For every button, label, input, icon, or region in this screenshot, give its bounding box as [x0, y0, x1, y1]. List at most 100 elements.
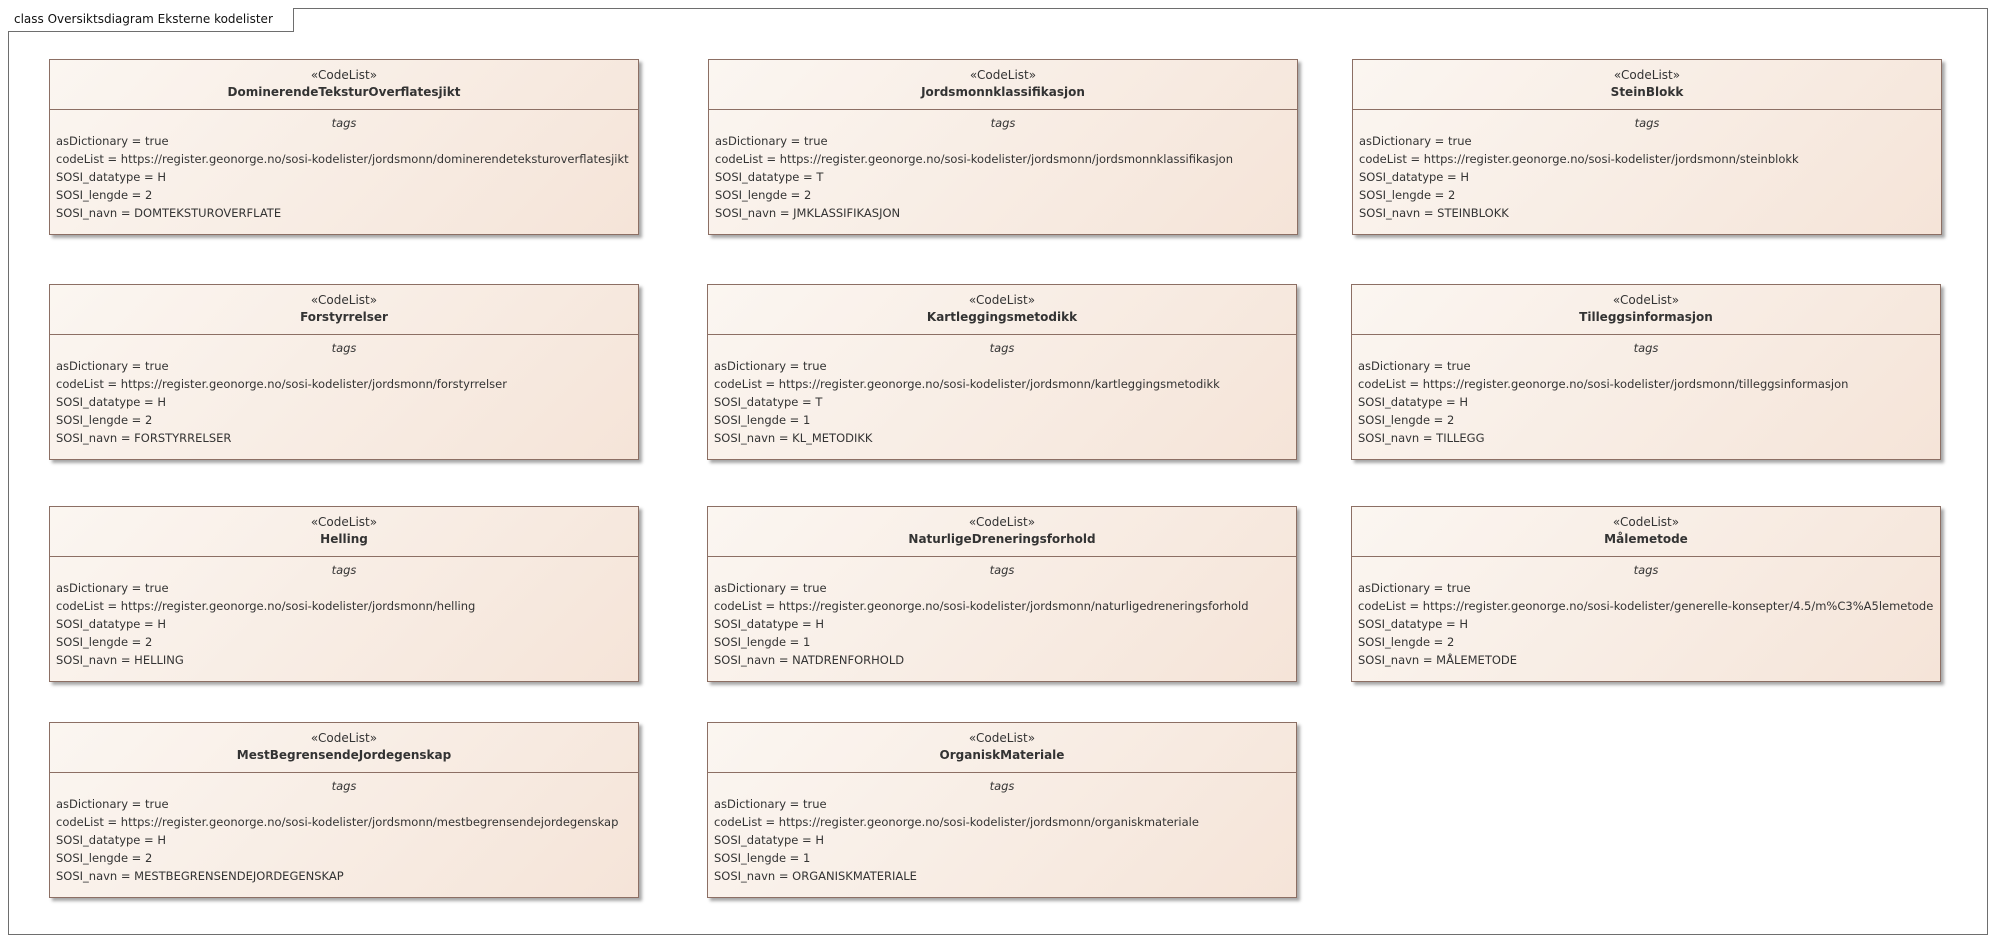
class-name: SteinBlokk — [1610, 85, 1684, 99]
tag-value-line: asDictionary = true — [56, 797, 169, 811]
tag-value-line: SOSI_lengde = 1 — [714, 635, 811, 649]
tag-value-line: codeList = https://register.geonorge.no/… — [56, 152, 629, 166]
class-header: «CodeList» SteinBlokk — [1353, 60, 1941, 110]
class-tags-compartment: tags asDictionary = true codeList = https:… — [708, 773, 1296, 885]
tag-value-line: SOSI_datatype = H — [714, 617, 824, 631]
tag-value-line: asDictionary = true — [1358, 581, 1471, 595]
class-header: «CodeList» OrganiskMateriale — [708, 723, 1296, 773]
tag-value-line: SOSI_lengde = 2 — [1359, 188, 1456, 202]
class-tags-compartment: tags asDictionary = true codeList = https:… — [1352, 557, 1940, 669]
tag-value-line: SOSI_datatype = T — [715, 170, 824, 184]
tag-value-line: SOSI_navn = STEINBLOKK — [1359, 206, 1509, 220]
tag-value-line: asDictionary = true — [1358, 359, 1471, 373]
tag-value-line: SOSI_navn = HELLING — [56, 653, 184, 667]
tag-value-line: asDictionary = true — [714, 797, 827, 811]
diagram-title: class Oversiktsdiagram Eksterne kodelist… — [8, 8, 294, 32]
class-stereotype: «CodeList» — [310, 68, 378, 82]
tag-value-line: codeList = https://register.geonorge.no/… — [714, 815, 1199, 829]
class-tags-compartment: tags asDictionary = true codeList = https:… — [50, 335, 638, 447]
tag-value-line: asDictionary = true — [1359, 134, 1472, 148]
codelist-class-box[interactable]: «CodeList» SteinBlokk tags asDictionary = t… — [1352, 59, 1942, 235]
tag-value-line: SOSI_navn = FORSTYRRELSER — [56, 431, 232, 445]
class-stereotype: «CodeList» — [968, 731, 1036, 745]
tag-value-line: SOSI_navn = MESTBEGRENSENDEJORDEGENSKAP — [56, 869, 344, 883]
class-header: «CodeList» MestBegrensendeJordegenskap — [50, 723, 638, 773]
class-name: Jordsmonnklassifikasjon — [921, 85, 1085, 99]
class-name: MestBegrensendeJordegenskap — [236, 748, 452, 762]
codelist-class-box[interactable]: «CodeList» MestBegrensendeJordegenskap tag… — [49, 722, 639, 898]
tag-value-line: SOSI_lengde = 2 — [715, 188, 812, 202]
tag-value-line: SOSI_datatype = H — [1358, 617, 1468, 631]
codelist-class-box[interactable]: «CodeList» NaturligeDreneringsforhold tags… — [707, 506, 1297, 682]
class-name: Målemetode — [1604, 532, 1688, 546]
tags-label: tags — [1633, 563, 1659, 577]
codelist-class-box[interactable]: «CodeList» Forstyrrelser tags asDictionary … — [49, 284, 639, 460]
codelist-class-box[interactable]: «CodeList»Målemetode tags asDictionary = t… — [1351, 506, 1941, 682]
tag-value-line: SOSI_datatype = H — [56, 170, 166, 184]
codelist-class-box[interactable]: «CodeList» OrganiskMateriale tags asDiction… — [707, 722, 1297, 898]
tags-label: tags — [331, 341, 357, 355]
class-name: NaturligeDreneringsforhold — [908, 532, 1096, 546]
tags-label: tags — [990, 116, 1016, 130]
tags-label: tags — [989, 779, 1015, 793]
class-name: Helling — [320, 532, 368, 546]
tag-value-line: SOSI_lengde = 1 — [714, 413, 811, 427]
tag-value-line: SOSI_navn = TILLEGG — [1358, 431, 1485, 445]
class-stereotype: «CodeList» — [1613, 68, 1681, 82]
class-name: Forstyrrelser — [300, 310, 388, 324]
class-stereotype: «CodeList» — [1612, 293, 1680, 307]
tag-value-line: SOSI_navn = DOMTEKSTUROVERFLATE — [56, 206, 282, 220]
class-header: «CodeList»DominerendeTeksturOverflatesji… — [50, 60, 638, 110]
tag-value-line: codeList = https://register.geonorge.no/… — [714, 377, 1220, 391]
class-header: «CodeList» NaturligeDreneringsforhold — [708, 507, 1296, 557]
class-name: OrganiskMateriale — [939, 748, 1065, 762]
codelist-class-box[interactable]: «CodeList»DominerendeTeksturOverflatesji… — [49, 59, 639, 235]
class-header: «CodeList» Kartleggingsmetodikk — [708, 285, 1296, 335]
class-stereotype: «CodeList» — [969, 68, 1037, 82]
class-name: Kartleggingsmetodikk — [926, 310, 1078, 324]
tag-value-line: SOSI_datatype = H — [714, 833, 824, 847]
tag-value-line: SOSI_lengde = 2 — [56, 635, 153, 649]
class-stereotype: «CodeList» — [310, 293, 378, 307]
class-tags-compartment: tags asDictionary = true codeList = https:… — [1352, 335, 1940, 447]
tag-value-line: codeList = https://register.geonorge.no/… — [1358, 599, 1934, 613]
tags-label: tags — [1634, 116, 1660, 130]
tag-value-line: SOSI_navn = MÅLEMETODE — [1358, 653, 1518, 667]
tag-value-line: asDictionary = true — [714, 581, 827, 595]
tag-value-line: codeList = https://register.geonorge.no/… — [714, 599, 1249, 613]
class-stereotype: «CodeList» — [968, 515, 1036, 529]
tags-label: tags — [989, 341, 1015, 355]
tags-label: tags — [1633, 341, 1659, 355]
codelist-class-box[interactable]: «CodeList» Helling tags asDictionary = true… — [49, 506, 639, 682]
tag-value-line: codeList = https://register.geonorge.no/… — [56, 377, 507, 391]
class-stereotype: «CodeList» — [310, 515, 378, 529]
tag-value-line: SOSI_lengde = 2 — [56, 188, 153, 202]
tag-value-line: asDictionary = true — [56, 359, 169, 373]
class-header: «CodeList» Forstyrrelser — [50, 285, 638, 335]
tag-value-line: SOSI_datatype = H — [1359, 170, 1469, 184]
class-header: «CodeList»Målemetode — [1352, 507, 1940, 557]
tags-label: tags — [331, 563, 357, 577]
tag-value-line: SOSI_lengde = 2 — [56, 413, 153, 427]
class-stereotype: «CodeList» — [968, 293, 1036, 307]
tag-value-line: SOSI_datatype = H — [56, 833, 166, 847]
tag-value-line: SOSI_lengde = 2 — [1358, 413, 1455, 427]
tag-value-line: SOSI_datatype = H — [56, 395, 166, 409]
tag-value-line: SOSI_navn = NATDRENFORHOLD — [714, 653, 905, 667]
class-header: «CodeList» Jordsmonnklassifikasjon — [709, 60, 1297, 110]
tag-value-line: SOSI_navn = ORGANISKMATERIALE — [714, 869, 917, 883]
class-stereotype: «CodeList» — [310, 731, 378, 745]
tag-value-line: SOSI_navn = JMKLASSIFIKASJON — [715, 206, 901, 220]
tag-value-line: SOSI_lengde = 2 — [56, 851, 153, 865]
tag-value-line: asDictionary = true — [56, 581, 169, 595]
tag-value-line: codeList = https://register.geonorge.no/… — [1358, 377, 1849, 391]
